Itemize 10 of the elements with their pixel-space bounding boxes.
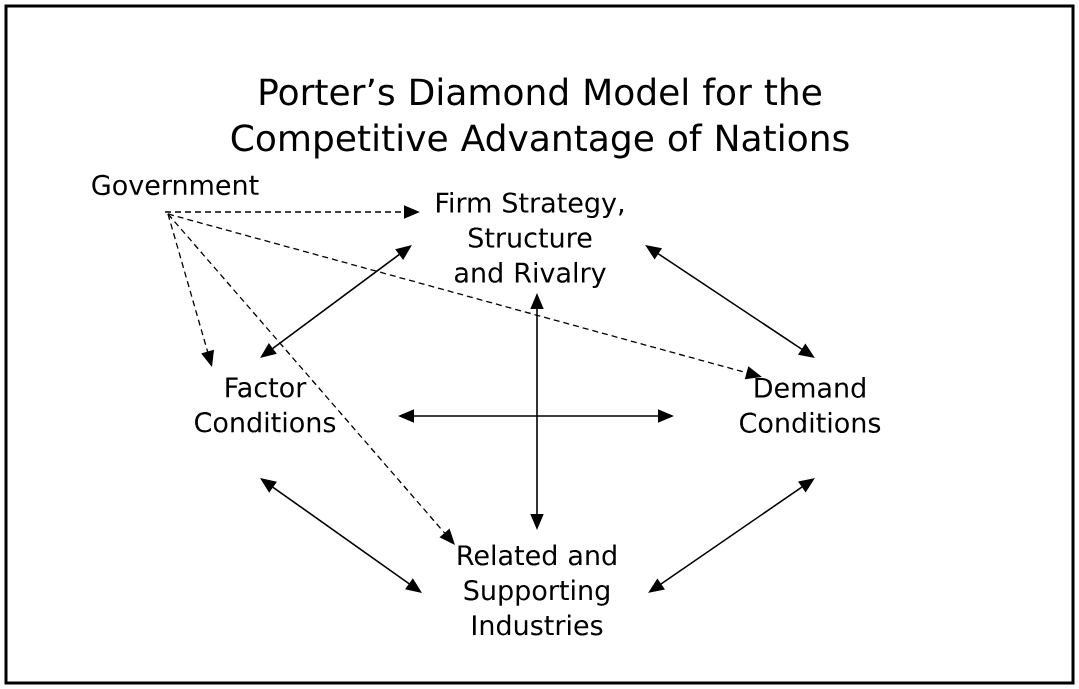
title: Porter’s Diamond Model for the Competitive Advantage of Nations [231, 77, 849, 159]
node-label: Demand Conditions [740, 377, 881, 433]
node-label: Related and Supporting Industries [458, 544, 616, 636]
node-label: Firm Strategy, Structure and Rivalry [437, 191, 623, 289]
node-label: Factor Conditions [195, 377, 336, 433]
arrow [167, 213, 455, 545]
arrow [648, 478, 815, 593]
arrow [260, 478, 422, 593]
node-label: Government [92, 174, 259, 196]
arrow [260, 245, 412, 358]
